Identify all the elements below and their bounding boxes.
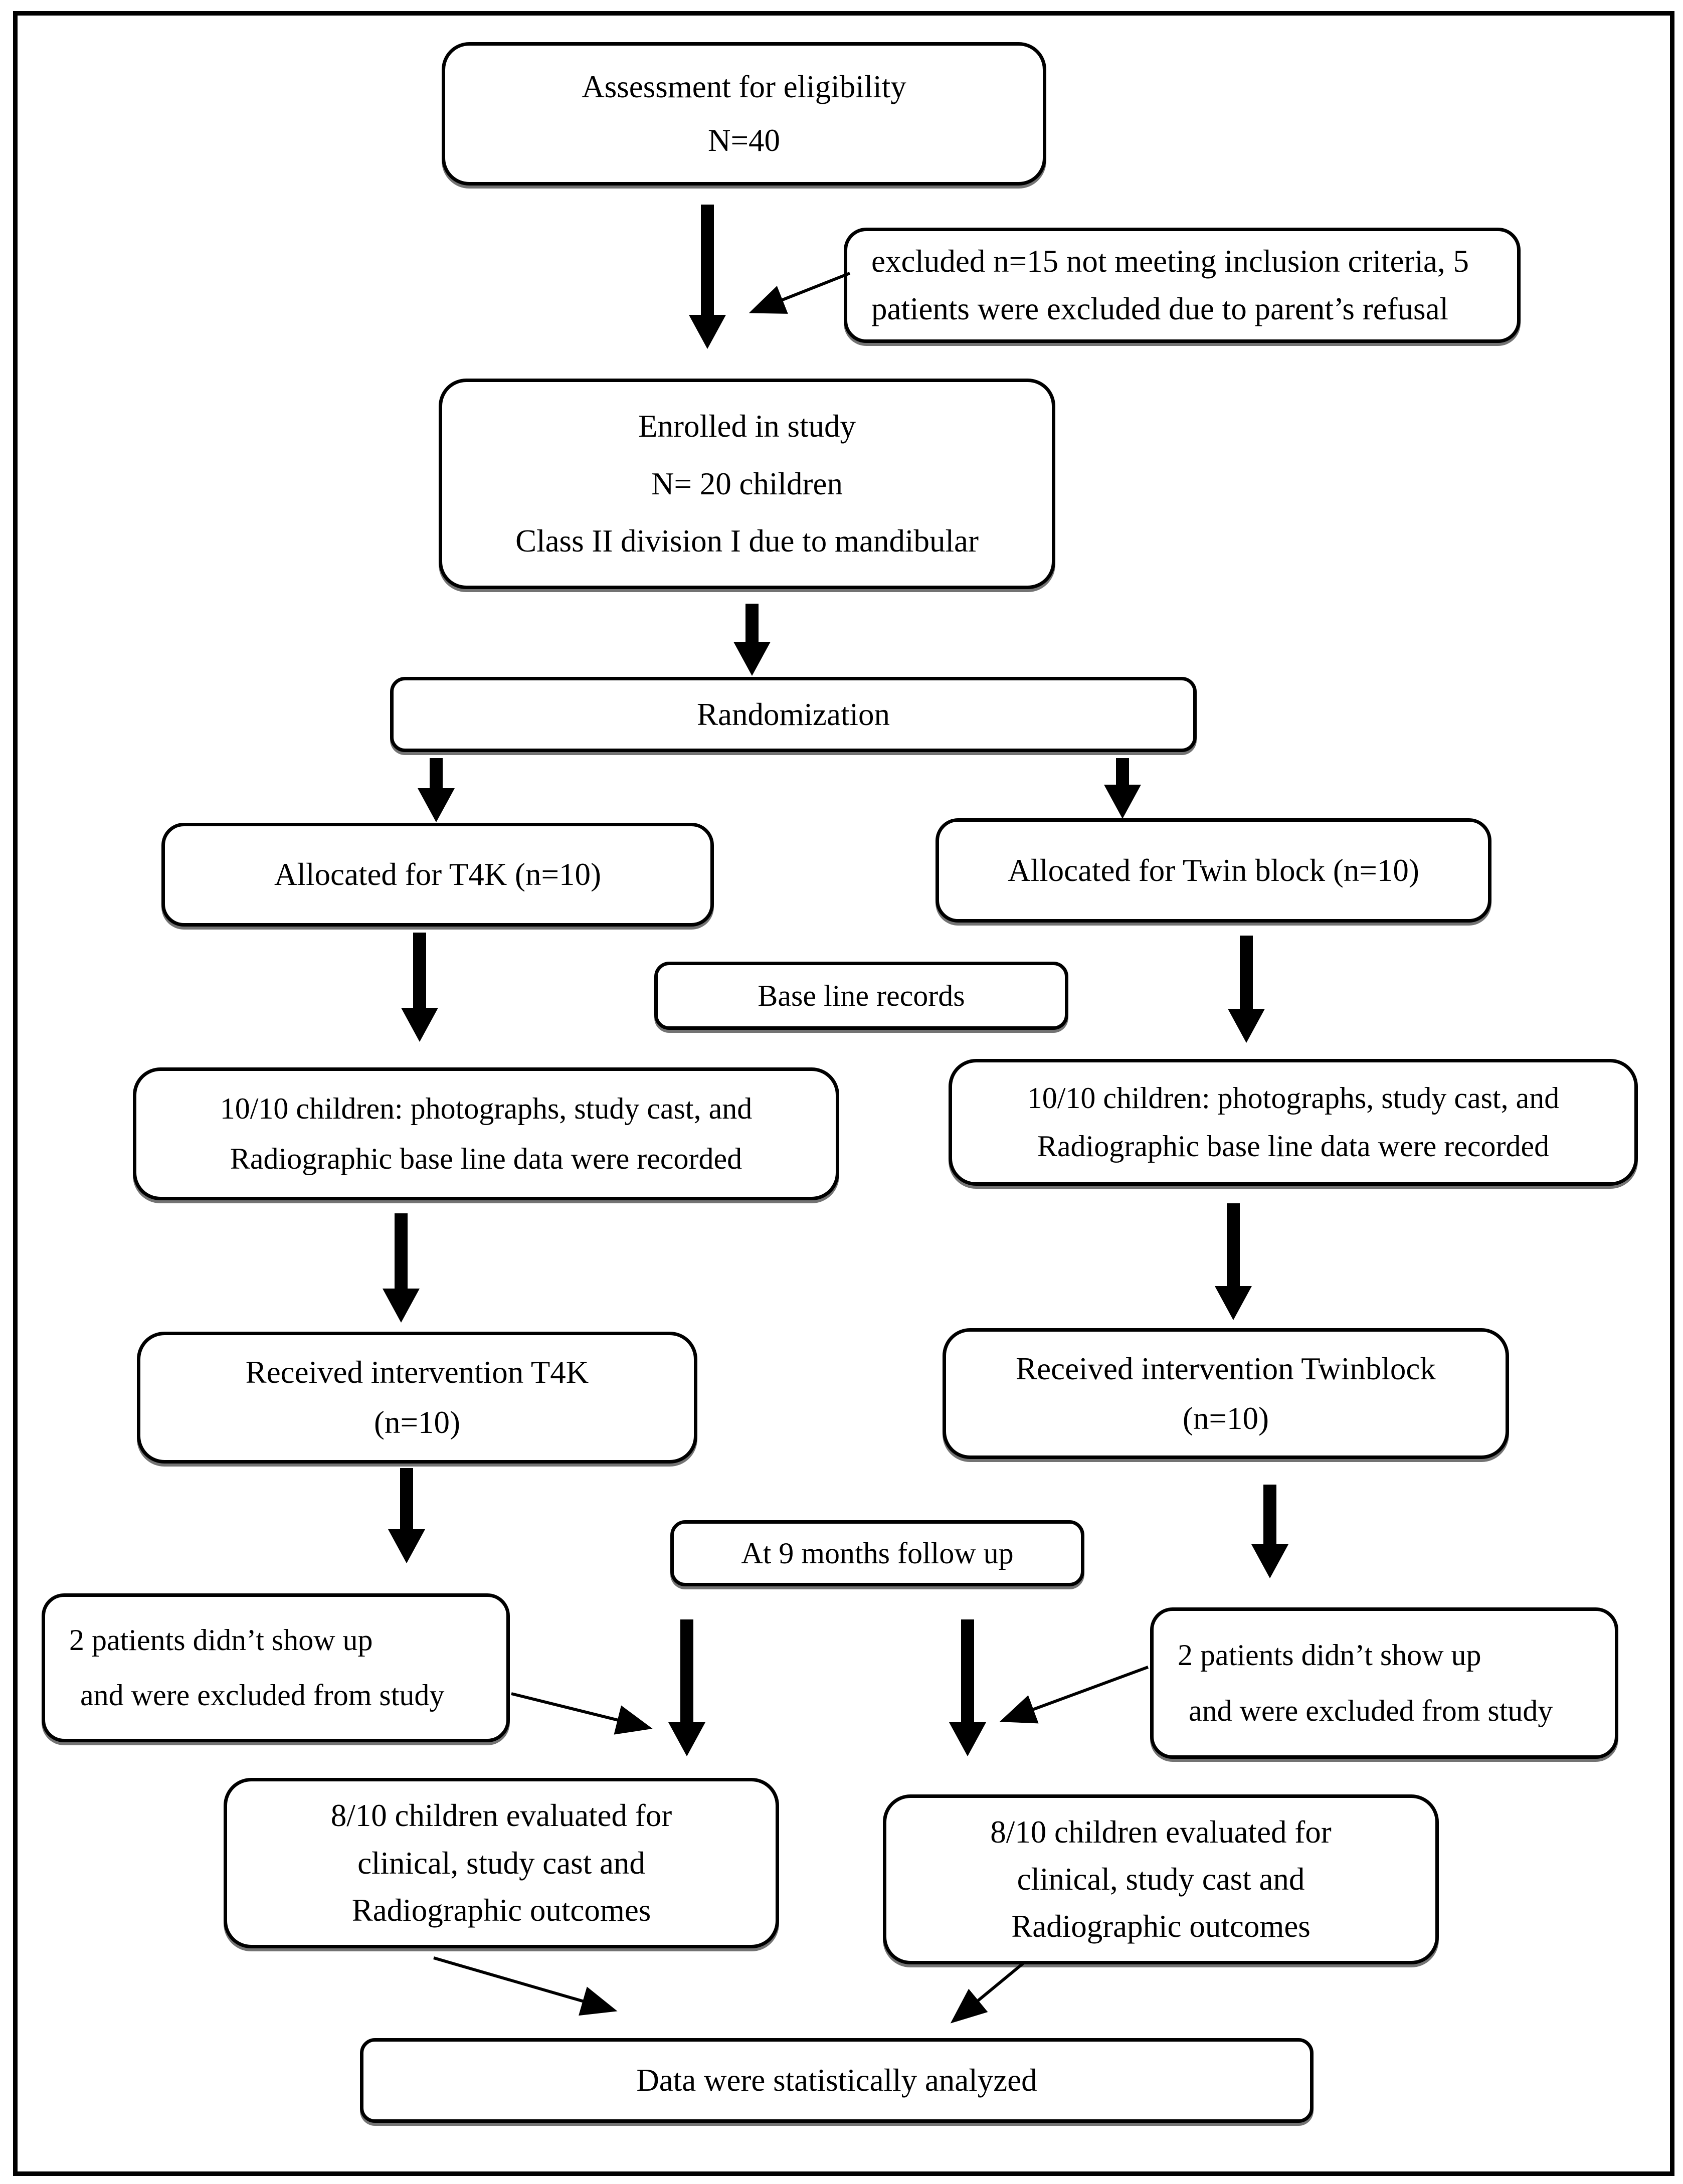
box-line: Received intervention Twinblock bbox=[1016, 1351, 1436, 1386]
arrow-twinblock-to-baseline bbox=[1240, 936, 1253, 1010]
box-received-t4k: Received intervention T4K (n=10) bbox=[137, 1332, 697, 1464]
box-dropout-twinblock: 2 patients didn’t show up and were exclu… bbox=[1150, 1607, 1618, 1759]
arrow-followup-to-evaluated-t4k bbox=[680, 1619, 693, 1723]
arrow-followup-to-evaluated-twinblock bbox=[961, 1619, 974, 1723]
box-line: Randomization bbox=[697, 696, 890, 732]
box-allocated-t4k: Allocated for T4K (n=10) bbox=[161, 823, 714, 927]
box-enrolled: Enrolled in study N= 20 children Class I… bbox=[439, 379, 1055, 589]
box-baseline-data-t4k: 10/10 children: photographs, study cast,… bbox=[133, 1067, 839, 1200]
arrow-t4k-to-baseline bbox=[413, 933, 426, 1009]
arrow-received-twinblock-down bbox=[1263, 1485, 1276, 1545]
box-evaluated-t4k: 8/10 children evaluated for clinical, st… bbox=[224, 1778, 779, 1948]
box-line: N= 20 children bbox=[651, 466, 843, 501]
box-line: 10/10 children: photographs, study cast,… bbox=[220, 1092, 753, 1126]
arrow-randomization-to-t4k bbox=[430, 758, 443, 789]
box-baseline-data-twinblock: 10/10 children: photographs, study cast,… bbox=[949, 1059, 1638, 1186]
box-received-twinblock: Received intervention Twinblock (n=10) bbox=[943, 1328, 1509, 1459]
box-line: clinical, study cast and bbox=[357, 1845, 645, 1881]
box-line: Data were statistically analyzed bbox=[636, 2063, 1037, 2098]
box-line: 8/10 children evaluated for bbox=[330, 1798, 672, 1834]
arrow-assessment-to-enrolled bbox=[701, 205, 714, 316]
box-line: 8/10 children evaluated for bbox=[990, 1814, 1332, 1850]
arrow-enrolled-to-randomization bbox=[745, 604, 759, 643]
box-line: Allocated for Twin block (n=10) bbox=[1008, 852, 1419, 888]
box-dropout-t4k: 2 patients didn’t show up and were exclu… bbox=[42, 1593, 510, 1742]
box-line: Radiographic base line data were recorde… bbox=[230, 1142, 742, 1175]
outer-border bbox=[13, 11, 1674, 2176]
box-analyzed: Data were statistically analyzed bbox=[360, 2038, 1314, 2123]
box-line: At 9 months follow up bbox=[741, 1536, 1014, 1570]
box-excluded-note: excluded n=15 not meeting inclusion crit… bbox=[844, 228, 1521, 343]
box-baseline-records: Base line records bbox=[654, 962, 1068, 1030]
box-line: and were excluded from study bbox=[80, 1679, 445, 1712]
box-line: clinical, study cast and bbox=[1017, 1862, 1305, 1897]
box-line: 10/10 children: photographs, study cast,… bbox=[1027, 1081, 1560, 1115]
arrow-baseline-to-received-t4k bbox=[395, 1213, 408, 1290]
box-line: 2 patients didn’t show up bbox=[69, 1623, 373, 1657]
box-line: Class II division I due to mandibular bbox=[515, 523, 979, 559]
box-line: Allocated for T4K (n=10) bbox=[274, 857, 601, 892]
arrow-received-t4k-down bbox=[400, 1468, 413, 1530]
box-allocated-twinblock: Allocated for Twin block (n=10) bbox=[936, 818, 1491, 923]
box-followup: At 9 months follow up bbox=[670, 1520, 1084, 1586]
box-line: 2 patients didn’t show up bbox=[1178, 1638, 1481, 1672]
box-evaluated-twinblock: 8/10 children evaluated for clinical, st… bbox=[883, 1794, 1439, 1964]
box-line: and were excluded from study bbox=[1189, 1694, 1553, 1728]
box-line: Radiographic outcomes bbox=[1011, 1909, 1311, 1944]
arrow-baseline-to-received-twinblock bbox=[1227, 1203, 1240, 1287]
box-line: Base line records bbox=[758, 979, 965, 1012]
arrow-randomization-to-twinblock bbox=[1116, 758, 1129, 786]
box-line: Enrolled in study bbox=[638, 409, 856, 444]
box-line: N=40 bbox=[707, 123, 781, 158]
box-line: (n=10) bbox=[374, 1405, 460, 1440]
box-line: excluded n=15 not meeting inclusion crit… bbox=[871, 244, 1469, 279]
box-assessment-eligibility: Assessment for eligibility N=40 bbox=[442, 42, 1046, 186]
box-line: Assessment for eligibility bbox=[582, 69, 906, 104]
box-line: patients were excluded due to parent’s r… bbox=[871, 291, 1449, 326]
box-line: Radiographic outcomes bbox=[351, 1892, 651, 1928]
box-line: Received intervention T4K bbox=[245, 1355, 589, 1390]
box-line: Radiographic base line data were recorde… bbox=[1037, 1129, 1550, 1163]
box-line: (n=10) bbox=[1183, 1400, 1269, 1436]
box-randomization: Randomization bbox=[390, 677, 1197, 752]
